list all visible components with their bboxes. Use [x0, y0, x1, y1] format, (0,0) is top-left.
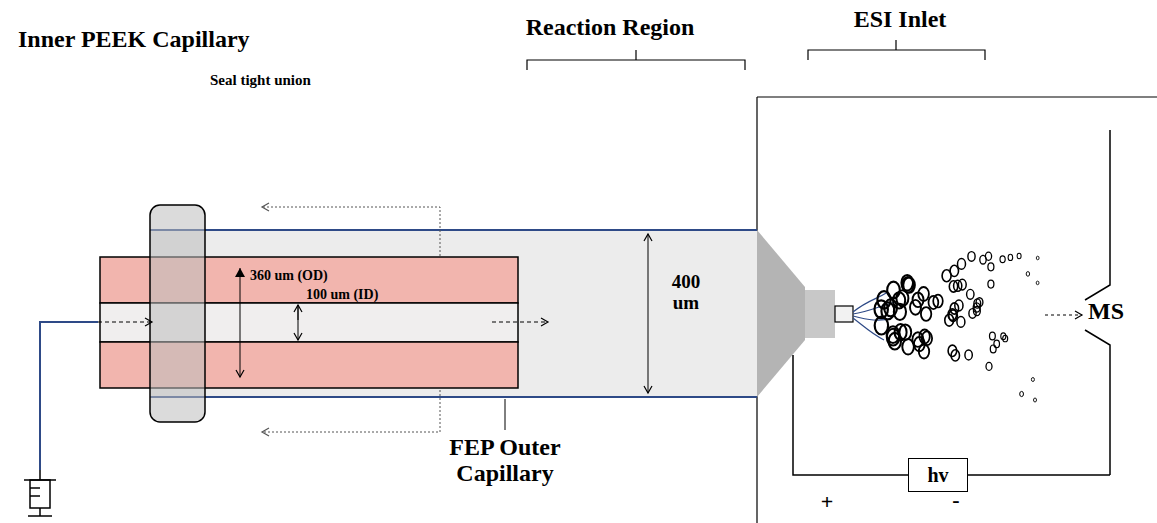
- droplet: [921, 307, 931, 321]
- return-flow-arrow: [262, 207, 440, 256]
- droplet: [1000, 256, 1005, 263]
- droplet: [969, 309, 976, 319]
- droplet: [957, 317, 965, 328]
- droplet: [1001, 333, 1006, 340]
- droplet: [967, 289, 974, 299]
- droplet: [1031, 378, 1034, 382]
- droplet: [955, 300, 963, 311]
- part-label: Seal tight union: [210, 72, 360, 89]
- droplet: [1036, 281, 1039, 285]
- syringe: [24, 470, 56, 516]
- polarity-label: +: [815, 490, 839, 514]
- droplet: [994, 340, 1000, 347]
- droplet: [912, 332, 923, 347]
- droplet: [958, 259, 966, 270]
- region-label: ESI Inlet: [830, 6, 970, 32]
- droplet: [887, 282, 900, 299]
- emitter-tip: [835, 306, 853, 322]
- flow-arrow: [492, 322, 548, 323]
- droplet: [884, 299, 897, 316]
- spray-droplets: [875, 252, 1040, 402]
- voltage-circuit: [793, 355, 1110, 475]
- union-fitting: [150, 205, 205, 422]
- instrument-label: MS: [1088, 298, 1152, 324]
- id-dimension: [298, 305, 299, 340]
- droplet: [1026, 272, 1029, 277]
- emitter-taper: [757, 230, 805, 397]
- emitter-body: [805, 290, 835, 338]
- region-bracket: [527, 50, 745, 70]
- syringe-line: [40, 322, 98, 470]
- part-label: Inner PEEK Capillary: [18, 26, 318, 52]
- droplet: [1020, 391, 1024, 396]
- droplet: [990, 345, 996, 353]
- droplet: [965, 350, 972, 360]
- outer-dimension: [648, 234, 649, 320]
- droplet: [990, 332, 996, 340]
- droplet: [968, 252, 975, 262]
- voltage-source-box: hv: [908, 458, 968, 492]
- droplet: [951, 350, 959, 361]
- droplet: [980, 255, 986, 264]
- dimension-label: 400 um: [662, 272, 710, 314]
- droplet: [901, 275, 913, 291]
- return-flow-arrow: [262, 390, 440, 432]
- esi-housing: [757, 97, 1157, 523]
- leader-line: [505, 399, 506, 430]
- droplet: [974, 306, 981, 315]
- droplet: [1036, 256, 1039, 260]
- part-label: FEP Outer Capillary: [425, 434, 585, 487]
- region-label: Reaction Region: [495, 14, 725, 40]
- droplet: [954, 280, 962, 291]
- droplet: [986, 362, 992, 370]
- droplet: [1017, 253, 1021, 258]
- ion-path-arrow: [1045, 315, 1082, 316]
- droplet: [988, 263, 994, 271]
- droplet: [942, 270, 951, 282]
- dimension-label: 360 um (OD): [250, 268, 370, 283]
- dimension-label: 100 um (ID): [306, 287, 426, 302]
- droplet: [895, 324, 907, 340]
- droplet: [913, 293, 924, 308]
- droplet: [929, 296, 939, 309]
- droplet: [1008, 254, 1013, 260]
- droplet: [988, 280, 994, 288]
- droplet: [1034, 398, 1037, 402]
- inlet-bracket: [808, 40, 985, 60]
- od-dimension: [240, 268, 241, 377]
- droplet: [919, 330, 929, 344]
- node-text: hv: [927, 464, 948, 486]
- droplet: [875, 317, 888, 335]
